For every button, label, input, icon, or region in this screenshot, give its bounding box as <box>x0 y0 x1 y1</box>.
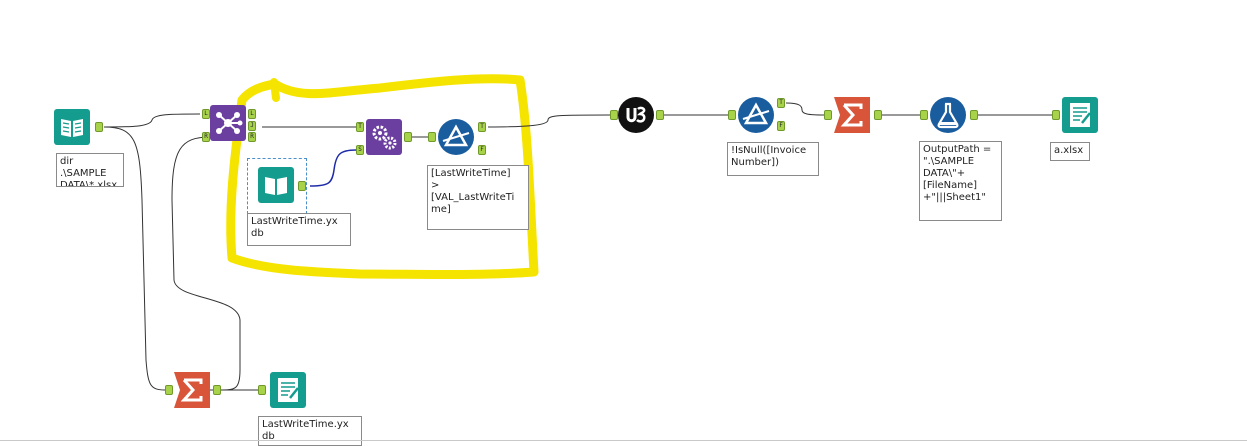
connector[interactable] <box>103 113 201 128</box>
connector[interactable] <box>103 126 166 391</box>
join-left-output-anchor[interactable]: L <box>248 109 256 119</box>
selected-connector[interactable] <box>309 149 357 187</box>
connector[interactable] <box>171 136 241 391</box>
output-anchor[interactable] <box>874 110 882 120</box>
input-dir-tool[interactable] <box>54 109 90 145</box>
gears-icon <box>366 119 402 155</box>
highlight-annotation <box>226 74 539 279</box>
connector[interactable] <box>785 102 825 116</box>
join-network-icon <box>210 105 246 141</box>
output-main-annotation: a.xlsx <box>1050 142 1090 161</box>
output-sheet-icon <box>1062 97 1098 133</box>
book-open-icon <box>54 109 90 145</box>
union-tool[interactable] <box>618 97 654 133</box>
true-anchor[interactable]: T <box>777 98 785 108</box>
append-source-anchor[interactable]: S <box>356 145 364 155</box>
input-anchor[interactable] <box>728 110 736 120</box>
input-anchor[interactable] <box>610 110 618 120</box>
output-sheet-icon <box>270 372 306 408</box>
input-dir-annotation: dir .\SAMPLE DATA\*.xlsx <box>56 153 124 187</box>
output-lastwrite-tool[interactable] <box>270 372 306 408</box>
output-anchor[interactable] <box>970 110 978 120</box>
input-anchor[interactable] <box>824 110 832 120</box>
union-icon <box>618 97 654 133</box>
summarize-1-tool[interactable] <box>834 97 870 133</box>
formula-annotation: OutputPath = ".\SAMPLE DATA\"+ [FileName… <box>919 141 1002 221</box>
filter-triangle-icon <box>438 119 474 155</box>
append-fields-tool[interactable] <box>366 119 402 155</box>
filter-1-annotation: [LastWriteTime] > [VAL_LastWriteTi me] <box>427 165 529 230</box>
output-main-tool[interactable] <box>1062 97 1098 133</box>
output-anchor[interactable] <box>213 385 221 395</box>
input-anchor[interactable] <box>258 385 266 395</box>
filter-1-tool[interactable] <box>438 119 474 155</box>
flask-icon <box>930 97 966 133</box>
false-anchor[interactable]: F <box>478 145 486 155</box>
true-anchor[interactable]: T <box>478 122 486 132</box>
connector[interactable] <box>487 114 611 128</box>
join-join-output-anchor[interactable]: J <box>248 121 256 131</box>
join-right-input-anchor[interactable]: R <box>202 132 210 142</box>
append-target-anchor[interactable]: T <box>356 122 364 132</box>
highlight-tail <box>270 78 280 102</box>
join-left-input-anchor[interactable]: L <box>202 109 210 119</box>
input-anchor[interactable] <box>428 132 436 142</box>
input-lastwrite-tool[interactable] <box>258 167 294 203</box>
canvas-bottom-border <box>0 440 1247 441</box>
summarize-2-tool[interactable] <box>174 372 210 408</box>
input-anchor[interactable] <box>1052 110 1060 120</box>
input-lastwrite-annotation: LastWriteTime.yx db <box>247 213 351 246</box>
output-anchor[interactable] <box>656 110 664 120</box>
filter-2-annotation: !IsNull([Invoice Number]) <box>727 142 819 176</box>
output-lastwrite-annotation: LastWriteTime.yx db <box>258 416 362 446</box>
output-anchor[interactable] <box>404 132 412 142</box>
join-right-output-anchor[interactable]: R <box>248 132 256 142</box>
output-anchor[interactable] <box>95 122 103 132</box>
input-anchor[interactable] <box>165 385 173 395</box>
sigma-icon <box>174 372 210 408</box>
book-open-icon <box>258 167 294 203</box>
join-tool[interactable] <box>210 105 246 141</box>
sigma-icon <box>834 97 870 133</box>
input-anchor[interactable] <box>920 110 928 120</box>
false-anchor[interactable]: F <box>777 121 785 131</box>
filter-2-tool[interactable] <box>738 97 774 133</box>
output-anchor[interactable] <box>298 181 306 191</box>
filter-triangle-icon <box>738 97 774 133</box>
formula-tool[interactable] <box>930 97 966 133</box>
